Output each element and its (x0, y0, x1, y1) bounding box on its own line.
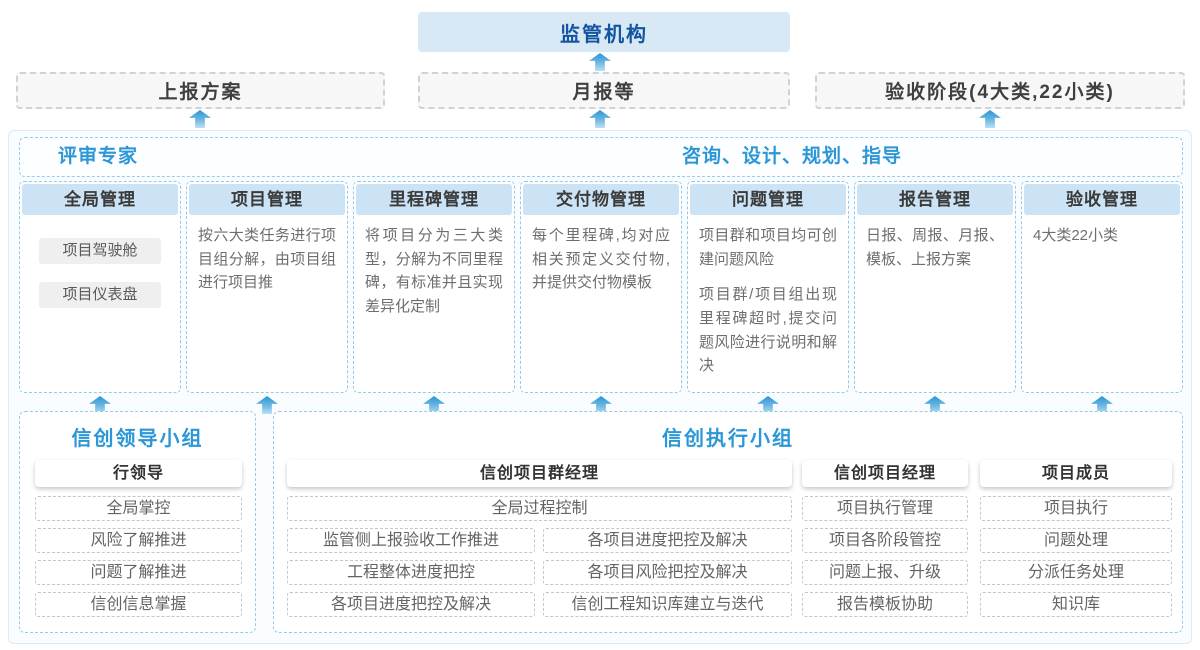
duty-item: 问题了解推进 (35, 560, 242, 585)
group-title: 信创执行小组 (662, 428, 794, 450)
duty-item: 监管侧上报验收工作推进 (287, 528, 535, 553)
duty-item: 各项目风险把控及解决 (543, 560, 792, 585)
module-paragraph: 每个里程碑,均对应相关预定义交付物,并提供交付物模板 (532, 227, 670, 292)
module-project-management: 项目管理 按六大类任务进行项目组分解，由项目组进行项目推 (186, 181, 348, 393)
duty-item: 全局过程控制 (287, 496, 792, 521)
module-deliverable-management: 交付物管理 每个里程碑,均对应相关预定义交付物,并提供交付物模板 (520, 181, 682, 393)
module-paragraph: 按六大类任务进行项目组分解，由项目组进行项目推 (198, 227, 336, 292)
duty-item: 项目执行 (980, 496, 1172, 521)
duty-item: 各项目进度把控及解决 (543, 528, 792, 553)
duty-item: 信创信息掌握 (35, 592, 242, 617)
regulator-label: 监管机构 (560, 23, 648, 46)
duty-item: 问题处理 (980, 528, 1172, 553)
module-body: 日报、周报、月报、模板、上报方案 (857, 215, 1013, 292)
module-title: 问题管理 (690, 184, 846, 215)
module-issue-management: 问题管理 项目群和项目均可创建问题风险 项目群/项目组出现里程碑超时,提交问题风… (687, 181, 849, 393)
module-title: 项目管理 (189, 184, 345, 215)
consulting-label: 咨询、设计、规划、指导 (681, 146, 902, 167)
module-title: 报告管理 (857, 184, 1013, 215)
duty-item: 知识库 (980, 592, 1172, 617)
review-experts-label: 评审专家 (58, 146, 139, 167)
role-project-manager: 信创项目经理 (802, 460, 968, 487)
module-global-management: 全局管理 项目驾驶舱 项目仪表盘 (19, 181, 181, 393)
chip-project-dashboard: 项目仪表盘 (39, 282, 161, 308)
module-paragraph: 日报、周报、月报、模板、上报方案 (866, 227, 1004, 268)
duty-item: 分派任务处理 (980, 560, 1172, 585)
report-box-acceptance: 验收阶段(4大类,22小类) (815, 72, 1185, 109)
role-bank-leader: 行领导 (35, 460, 242, 487)
module-paragraph: 4大类22小类 (1033, 227, 1119, 244)
report-box-monthly: 月报等 (418, 72, 790, 109)
duty-item: 风险了解推进 (35, 528, 242, 553)
module-body: 4大类22小类 (1024, 215, 1180, 269)
role-program-manager: 信创项目群经理 (287, 460, 792, 487)
leadership-group: 信创领导小组 行领导 全局掌控 风险了解推进 问题了解推进 信创信息掌握 (19, 411, 256, 633)
role-project-member: 项目成员 (980, 460, 1172, 487)
report-label: 上报方案 (158, 82, 243, 103)
duty-item: 信创工程知识库建立与迭代 (543, 592, 792, 617)
module-columns: 全局管理 项目驾驶舱 项目仪表盘 项目管理 按六大类任务进行项目组分解，由项目组… (19, 181, 1183, 393)
advisor-strip: 评审专家 咨询、设计、规划、指导 (19, 137, 1183, 177)
module-paragraph: 项目群/项目组出现里程碑超时,提交问题风险进行说明和解决 (699, 286, 837, 375)
module-body: 项目驾驶舱 项目仪表盘 (22, 215, 178, 317)
module-report-management: 报告管理 日报、周报、月报、模板、上报方案 (854, 181, 1016, 393)
module-body: 每个里程碑,均对应相关预定义交付物,并提供交付物模板 (523, 215, 679, 316)
module-title: 全局管理 (22, 184, 178, 215)
chip-project-cockpit: 项目驾驶舱 (39, 238, 161, 264)
duty-item: 全局掌控 (35, 496, 242, 521)
duty-item: 各项目进度把控及解决 (287, 592, 535, 617)
platform-container: 评审专家 咨询、设计、规划、指导 全局管理 项目驾驶舱 项目仪表盘 项目管理 按… (8, 130, 1192, 644)
module-body: 将项目分为三大类型，分解为不同里程碑，有标准并且实现差异化定制 (356, 215, 512, 340)
module-paragraph: 项目群和项目均可创建问题风险 (699, 227, 837, 268)
up-arrow-icon (189, 110, 211, 128)
module-title: 验收管理 (1024, 184, 1180, 215)
up-arrow-icon (979, 110, 1001, 128)
module-body: 按六大类任务进行项目组分解，由项目组进行项目推 (189, 215, 345, 316)
duty-item: 问题上报、升级 (802, 560, 968, 585)
report-label: 月报等 (572, 82, 636, 103)
up-arrow-icon (589, 53, 611, 71)
group-title: 信创领导小组 (71, 428, 204, 450)
duty-item: 项目各阶段管控 (802, 528, 968, 553)
up-arrow-icon (589, 110, 611, 128)
module-title: 交付物管理 (523, 184, 679, 215)
module-title: 里程碑管理 (356, 184, 512, 215)
report-box-plan: 上报方案 (16, 72, 385, 109)
duty-item: 报告模板协助 (802, 592, 968, 617)
module-milestone-management: 里程碑管理 将项目分为三大类型，分解为不同里程碑，有标准并且实现差异化定制 (353, 181, 515, 393)
module-acceptance-management: 验收管理 4大类22小类 (1021, 181, 1183, 393)
module-paragraph: 将项目分为三大类型，分解为不同里程碑，有标准并且实现差异化定制 (365, 227, 503, 316)
report-label: 验收阶段(4大类,22小类) (885, 82, 1115, 103)
duty-item: 工程整体进度把控 (287, 560, 535, 585)
regulator-box: 监管机构 (418, 12, 790, 52)
duty-item: 项目执行管理 (802, 496, 968, 521)
module-body: 项目群和项目均可创建问题风险 项目群/项目组出现里程碑超时,提交问题风险进行说明… (690, 215, 846, 399)
execution-group: 信创执行小组 信创项目群经理 全局过程控制 监管侧上报验收工作推进 工程整体进度… (273, 411, 1183, 633)
